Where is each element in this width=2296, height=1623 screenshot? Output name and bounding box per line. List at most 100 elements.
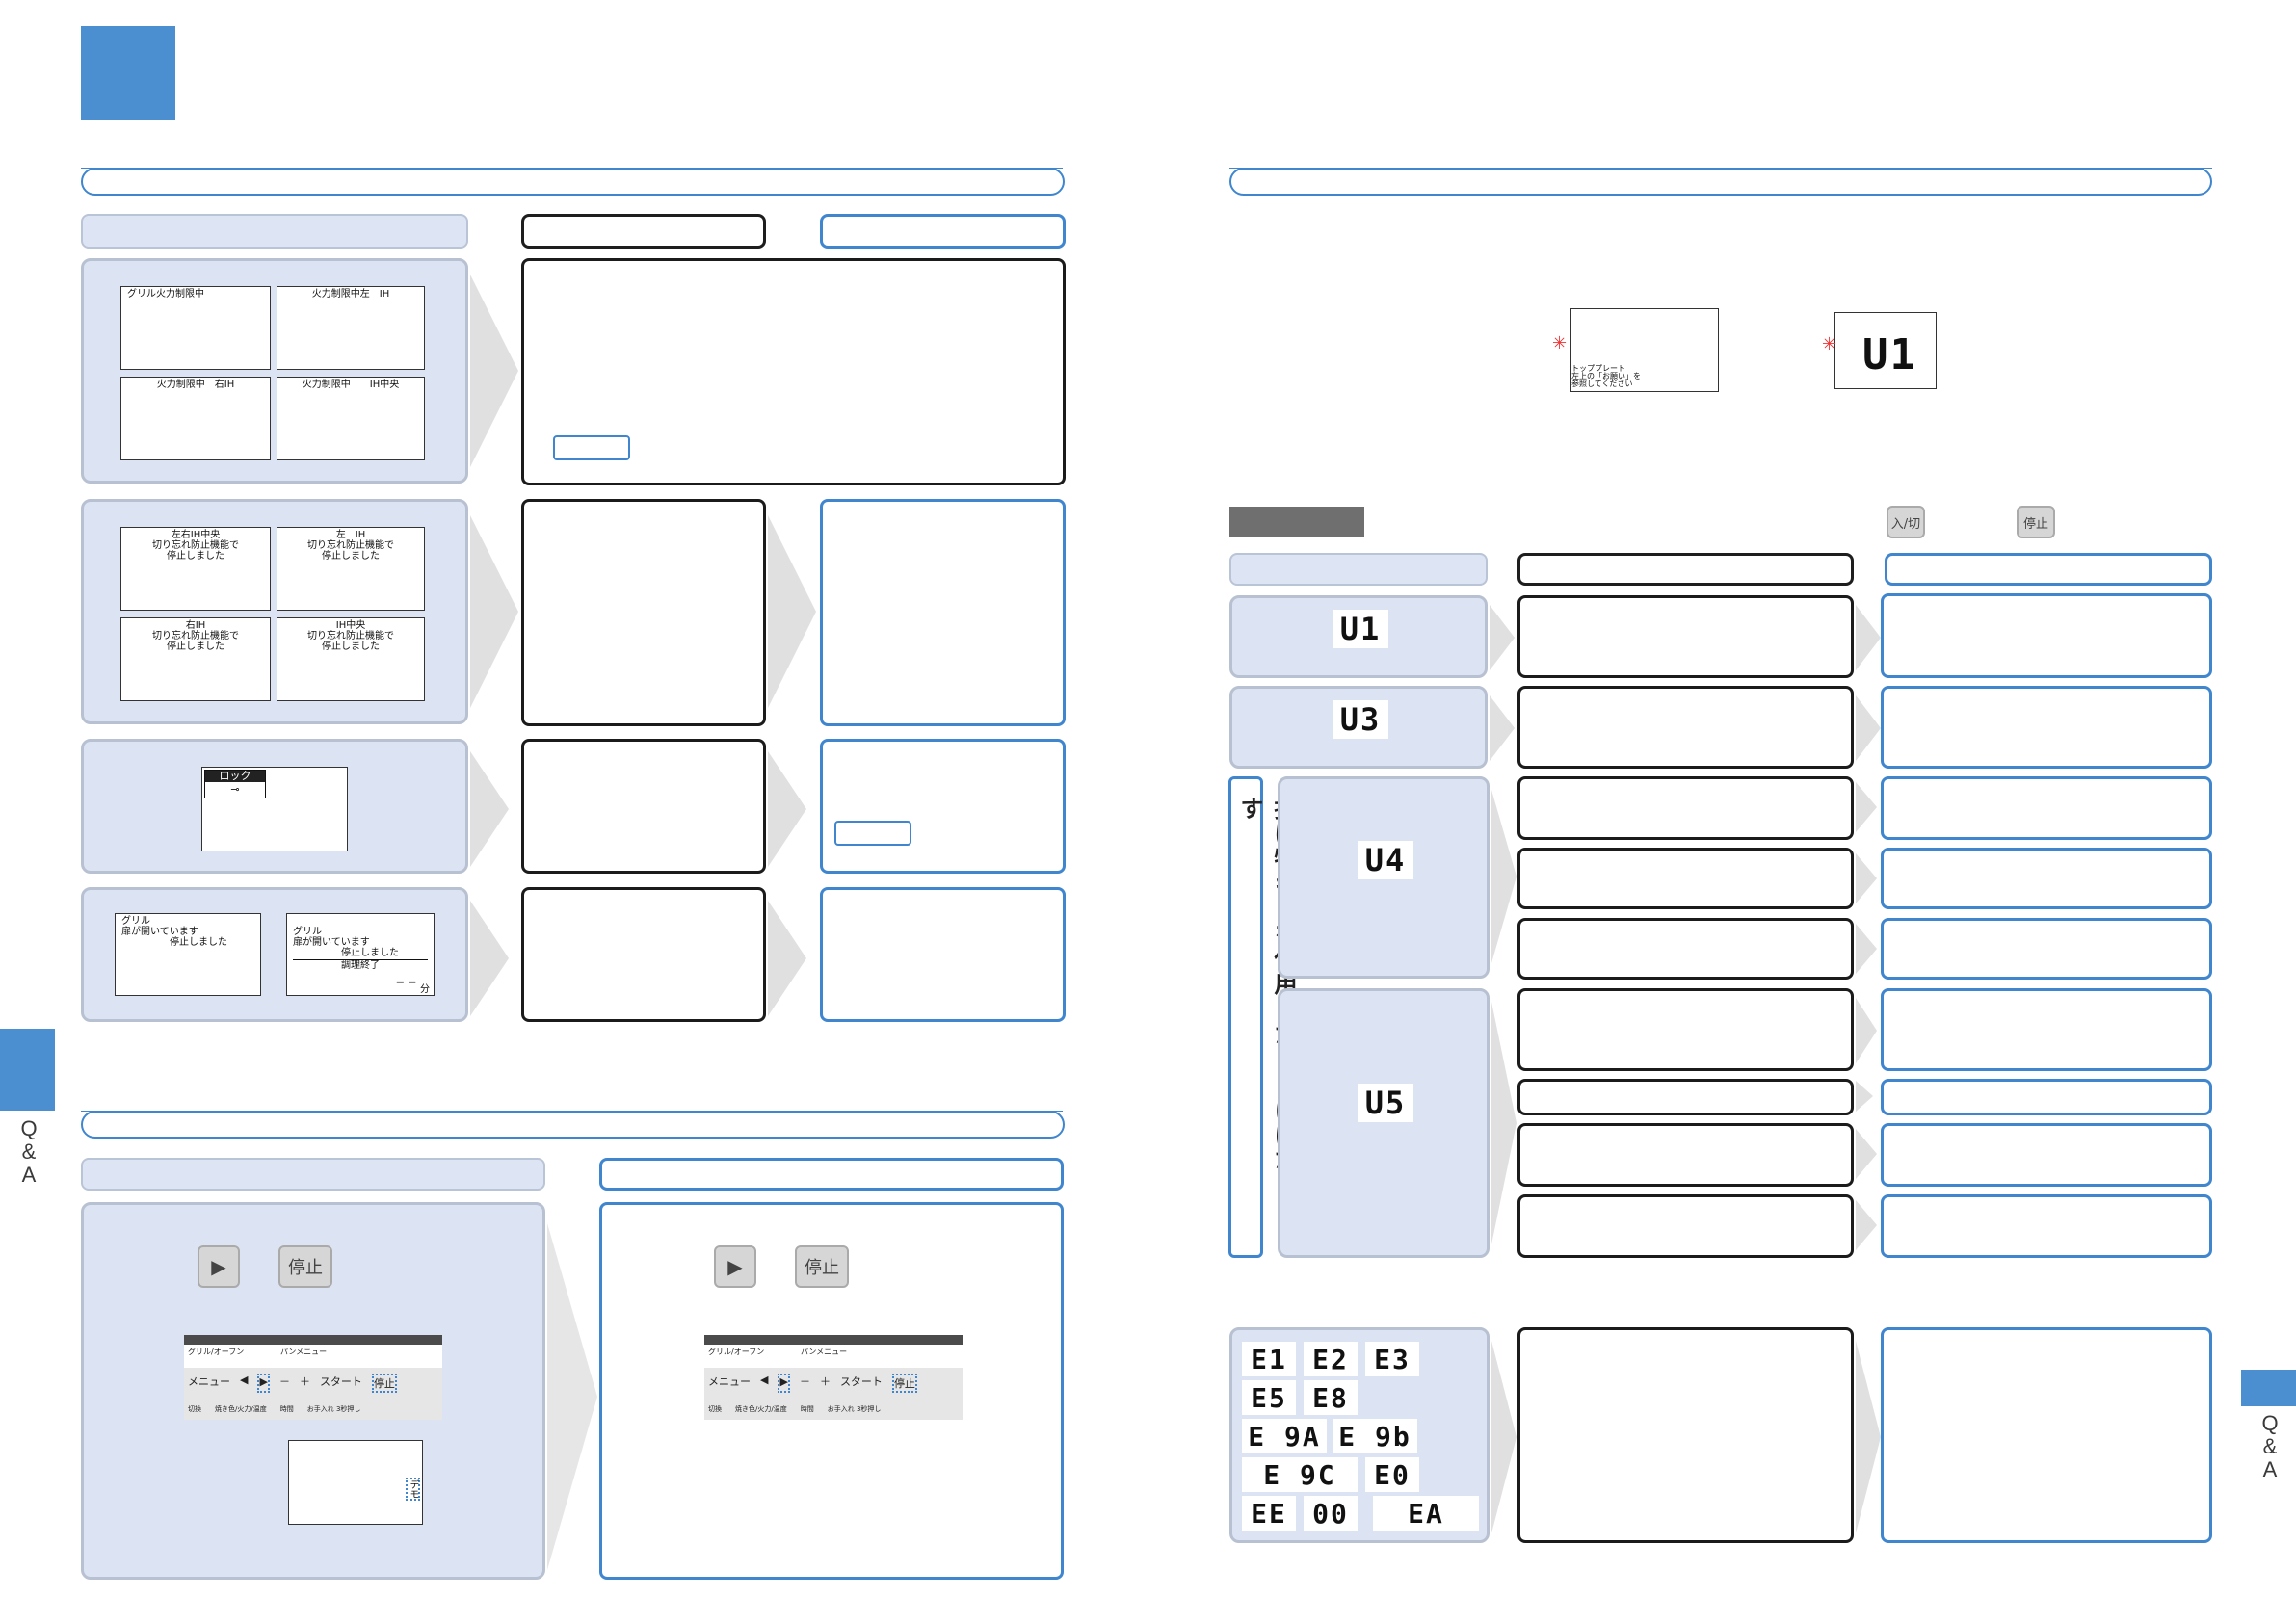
care-label: お手入れ 3秒押し <box>306 1405 361 1413</box>
stop-button[interactable]: 停止 <box>795 1245 849 1288</box>
panel-buttons: メニュー ◀ ▶ － ＋ スタート 停止 <box>188 1374 438 1393</box>
qa-letter: Q <box>2261 1411 2279 1435</box>
panel-labels: 切換 焼き色/火力/温度 時間 お手入れ 3秒押し <box>188 1404 438 1414</box>
code-u1: U1 <box>1333 610 1388 648</box>
stop-key[interactable]: 停止 <box>2017 506 2055 538</box>
panel-top: グリル/オーブン パンメニュー <box>184 1345 442 1368</box>
start-key[interactable]: スタート <box>319 1375 362 1388</box>
left-key[interactable]: ◀ <box>760 1374 769 1386</box>
error-code: E3 <box>1365 1342 1419 1376</box>
display-text: 火力制限中左 IH <box>311 289 390 300</box>
qa-tab-left <box>0 1029 55 1111</box>
arrow-icon <box>470 275 518 467</box>
cause-box <box>1517 1327 1854 1543</box>
gray-tag <box>1229 507 1364 537</box>
left-key[interactable]: ◀ <box>240 1374 249 1386</box>
qa-letter: & <box>2262 1434 2278 1458</box>
cause-box <box>1517 1194 1854 1258</box>
display-screen: 左 IH 切り忘れ防止機能で 停止しました <box>277 527 425 611</box>
arrow-icon <box>1856 924 1877 974</box>
code-u4: U4 <box>1358 841 1413 879</box>
remedy-box <box>1881 593 2212 678</box>
cause-box <box>1517 595 1854 678</box>
start-key[interactable]: スタート <box>839 1375 883 1388</box>
stop-button[interactable]: 停止 <box>278 1245 332 1288</box>
arrow-icon <box>1491 1002 1517 1244</box>
power-key-label: 入/切 <box>1890 516 1921 532</box>
error-code: E1 <box>1242 1342 1296 1376</box>
code-u1: U1 <box>1862 330 1917 380</box>
arrow-icon <box>768 901 806 1016</box>
power-key[interactable]: 入/切 <box>1887 506 1925 538</box>
arrow-icon <box>470 901 509 1016</box>
code-panel-u1: U1 <box>1229 595 1488 678</box>
corner-square <box>81 26 175 120</box>
panel-labels: 切換 焼き色/火力/温度 時間 お手入れ 3秒押し <box>708 1404 959 1414</box>
remedy-box <box>1881 1327 2212 1543</box>
display-screen: ロック ⊸ <box>201 767 348 851</box>
remedy-box <box>1881 776 2212 840</box>
column-header-display <box>81 1158 545 1191</box>
right-key[interactable]: ▶ <box>257 1374 270 1393</box>
time-readout: ‒ ‒ <box>396 975 416 988</box>
column-header-display <box>1229 553 1488 586</box>
grill-end-text: 調理終了 <box>293 959 428 971</box>
display-screen: 火力制限中 IH中央 <box>277 377 425 460</box>
code-panel-u4: U4 <box>1278 776 1490 979</box>
panel-buttons: メニュー ◀ ▶ － ＋ スタート 停止 <box>708 1374 959 1393</box>
display-screen: グリル 扉が開いています 停止しました 調理終了 ‒ ‒ 分 <box>286 913 435 996</box>
color-label: 焼き色/火力/温度 <box>735 1405 787 1413</box>
qa-letter: A <box>2262 1457 2278 1481</box>
arrow-icon <box>1856 605 1881 670</box>
arrow-icon <box>1490 605 1515 670</box>
display-text: 左右IH中央 切り忘れ防止機能で 停止しました <box>152 530 239 562</box>
error-code: EA <box>1373 1496 1479 1531</box>
display-screen: グリル火力制限中 <box>120 286 271 370</box>
remedy-box <box>820 887 1066 1022</box>
switch-label: 切換 <box>708 1405 722 1413</box>
arrow-icon <box>1491 790 1517 963</box>
arrow-icon <box>1856 998 1877 1063</box>
stop-key[interactable]: 停止 <box>371 1374 397 1393</box>
plus-key[interactable]: ＋ <box>819 1375 831 1388</box>
display-screen: 火力制限中左 IH <box>277 286 425 370</box>
minus-key[interactable]: － <box>278 1375 290 1388</box>
display-screen: 右IH 切り忘れ防止機能で 停止しました <box>120 617 271 701</box>
display-screen: IH中央 切り忘れ防止機能で 停止しました <box>277 617 425 701</box>
remedy-box <box>820 739 1066 874</box>
cause-box <box>1517 686 1854 769</box>
section-header <box>81 1111 1065 1139</box>
error-code: E8 <box>1304 1380 1358 1415</box>
arrow-icon <box>1491 1341 1517 1533</box>
display-panel: グリル火力制限中 火力制限中左 IH 火力制限中 右IH 火力制限中 IH中央 <box>81 258 468 484</box>
display-panel: 左右IH中央 切り忘れ防止機能で 停止しました 左 IH 切り忘れ防止機能で 停… <box>81 499 468 724</box>
control-panel: グリル/オーブン パンメニュー メニュー ◀ ▶ － ＋ スタート 停止 切換 … <box>184 1335 442 1420</box>
right-key[interactable]: ▶ <box>778 1374 790 1393</box>
play-button[interactable]: ▶ <box>714 1245 756 1288</box>
play-button[interactable]: ▶ <box>198 1245 240 1288</box>
topplate-text: トッププレート 左上の「お願い」を 参照してください <box>1571 364 1641 388</box>
arrow-icon <box>1856 1081 1873 1112</box>
cause-box <box>521 739 766 874</box>
plus-key[interactable]: ＋ <box>299 1375 310 1388</box>
cause-box <box>1517 988 1854 1071</box>
care-label: お手入れ 3秒押し <box>827 1405 882 1413</box>
remedy-box <box>1881 848 2212 909</box>
menu-key[interactable]: メニュー <box>188 1375 230 1388</box>
bread-menu-label: パンメニュー <box>280 1348 328 1356</box>
stop-label: 停止 <box>805 1258 839 1278</box>
stop-key[interactable]: 停止 <box>891 1374 917 1393</box>
time-unit: 分 <box>420 984 430 995</box>
code-u3: U3 <box>1333 700 1388 739</box>
remedy-box <box>1881 686 2212 769</box>
display-text: グリル火力制限中 <box>127 289 204 300</box>
panel-top: グリル/オーブン パンメニュー <box>704 1345 963 1368</box>
menu-key[interactable]: メニュー <box>708 1375 751 1388</box>
display-screen: グリル 扉が開いています 停止しました <box>115 913 261 996</box>
arrow-icon <box>1856 1129 1877 1179</box>
cause-remedy-box <box>521 258 1066 485</box>
display-panel: ロック ⊸ <box>81 739 468 874</box>
play-icon: ▶ <box>727 1255 743 1278</box>
minus-key[interactable]: － <box>799 1375 810 1388</box>
stop-label: 停止 <box>288 1258 323 1278</box>
